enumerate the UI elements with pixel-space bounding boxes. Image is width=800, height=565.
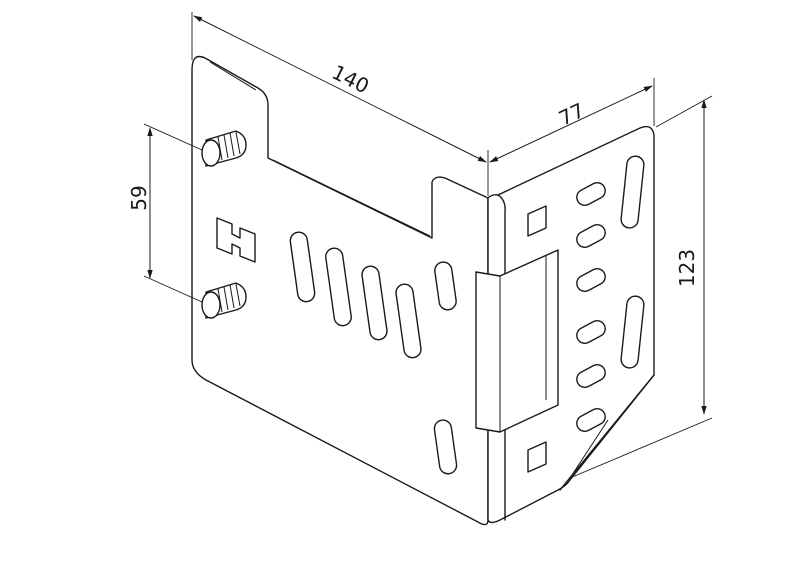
side-features bbox=[527, 155, 645, 473]
bend-cutout bbox=[475, 249, 559, 433]
dimension-height: 123 bbox=[569, 95, 713, 479]
dimension-width-label: 140 bbox=[328, 60, 373, 99]
dimension-height-label: 123 bbox=[675, 249, 699, 287]
stud-bottom bbox=[201, 282, 247, 319]
front-slots bbox=[289, 231, 458, 475]
dimension-stud-spacing: 59 bbox=[127, 123, 203, 303]
dimension-depth-label: 77 bbox=[555, 98, 588, 131]
dimension-stud-spacing-label: 59 bbox=[127, 185, 151, 210]
square-tab bbox=[216, 217, 256, 263]
